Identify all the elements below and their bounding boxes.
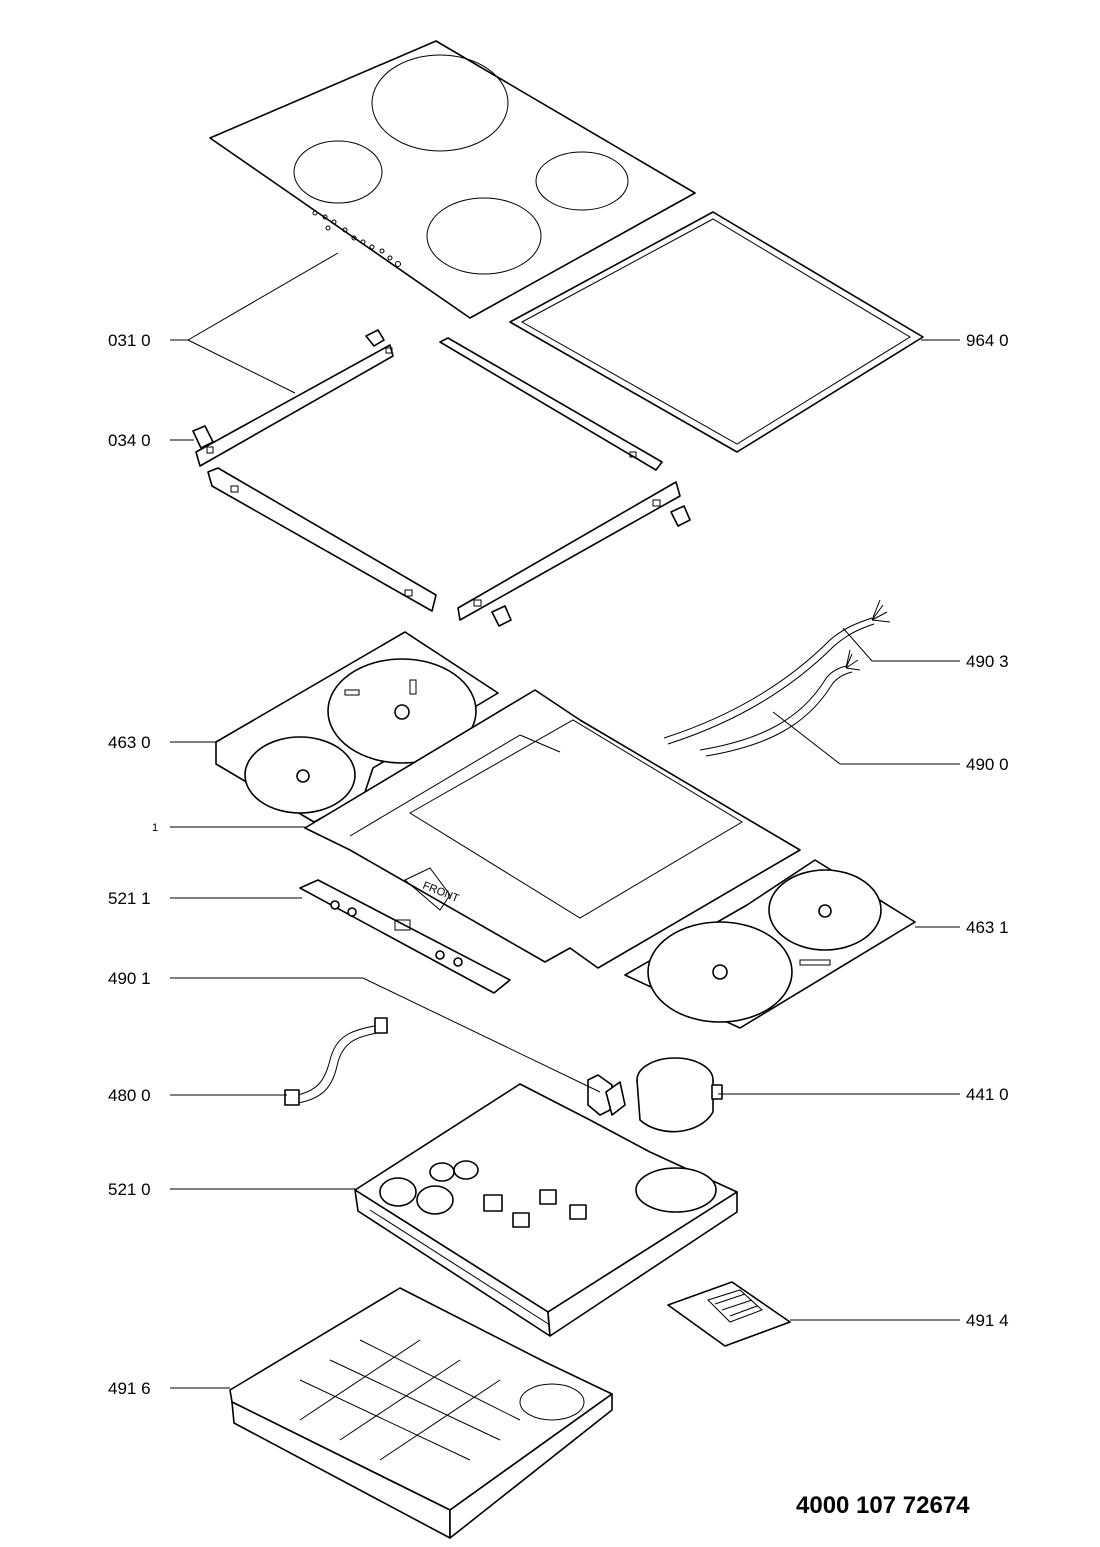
inductor-coil-plate-left [215,631,499,823]
callout-031-0: 031 0 [108,331,151,350]
callout-1: 1 [152,822,158,834]
inductor-coil-plate-right [624,859,916,1029]
callout-491-4: 491 4 [966,1311,1009,1330]
callout-490-3: 490 3 [966,652,1009,671]
chassis-frame: FRONT [304,689,801,969]
cooling-fan [636,1057,723,1133]
frame-bracket-left [192,425,214,449]
control-board [299,879,511,994]
callout-490-1: 490 1 [108,969,151,988]
cooking-zone-front [426,197,542,275]
mains-cable-upper [663,599,891,745]
document-number: 4000 107 72674 [796,1492,970,1519]
power-board-tray [354,1083,738,1337]
glass-ceramic-top [209,40,696,319]
callout-521-0: 521 0 [108,1180,151,1199]
leader-lines [170,252,960,1389]
frame-profile-front-right [457,481,681,621]
sealing-gasket [509,211,924,453]
fan-holder [587,1074,626,1116]
cooking-zone-left [293,140,383,204]
ribbon-cable [284,1017,388,1106]
callout-521-1: 521 1 [108,889,151,908]
frame-profile-back-left [195,329,394,467]
cooking-zone-right [535,151,629,211]
callout-480-0: 480 0 [108,1086,151,1105]
frame-bracket-right [670,505,691,527]
bottom-housing [229,1287,613,1539]
mains-cable-lower [699,649,861,757]
frame-profile-front-left [207,467,437,612]
callout-463-0: 463 0 [108,733,151,752]
callout-964-0: 964 0 [966,331,1009,350]
frame-bracket-bottom [491,605,512,627]
callout-490-0: 490 0 [966,755,1009,774]
control-markings [312,210,401,267]
callout-491-6: 491 6 [108,1379,151,1398]
callout-463-1: 463 1 [966,918,1009,937]
callout-034-0: 034 0 [108,431,151,450]
cooking-zone-large [371,54,509,152]
frame-profile-back-right [439,337,663,471]
air-filter [667,1281,791,1347]
callout-441-0: 441 0 [966,1085,1009,1104]
